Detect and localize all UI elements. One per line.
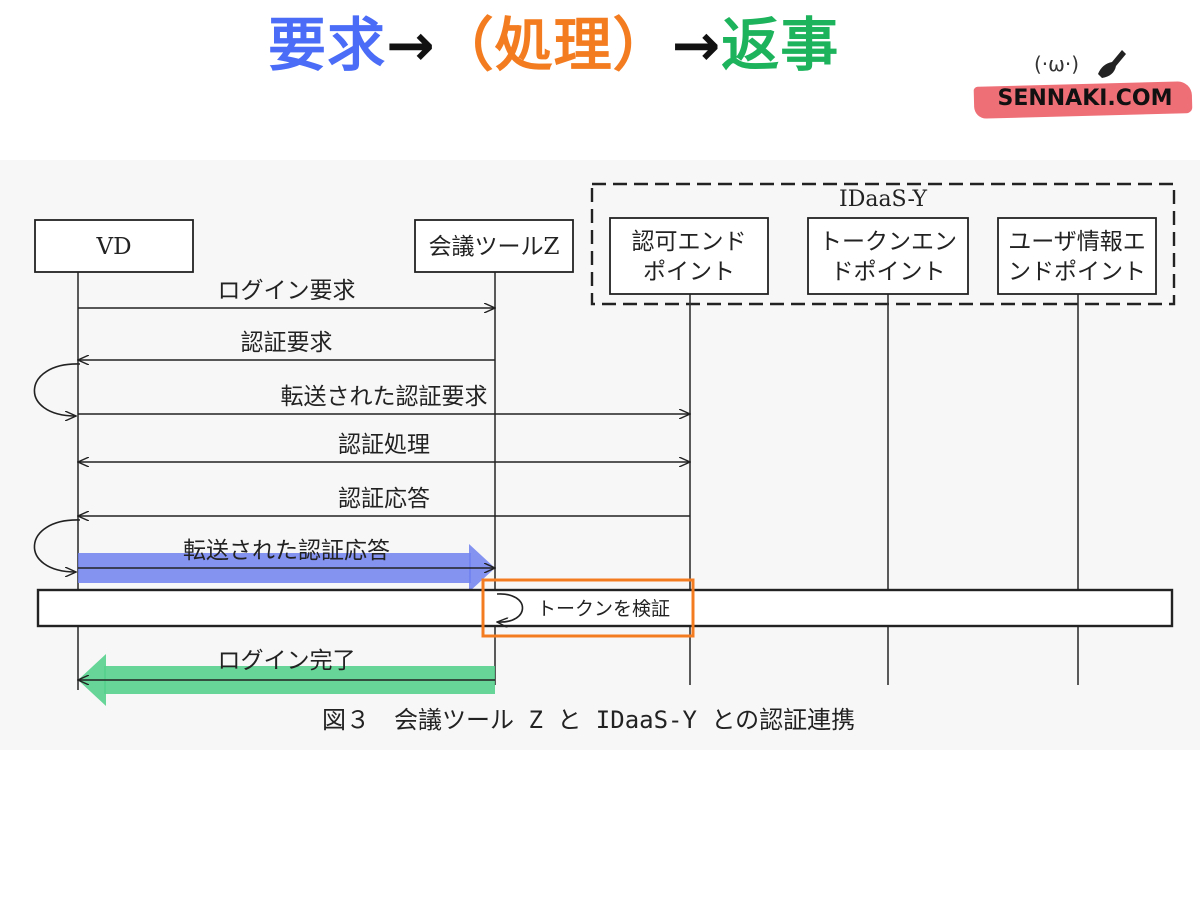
- participant-box-vd: [34, 219, 194, 273]
- verify-token-label: トークンを検証: [537, 598, 670, 620]
- message-label-2: 転送された認証要求: [281, 384, 488, 410]
- participant-box-z: [414, 219, 574, 273]
- title-arrow-1: →: [386, 11, 436, 79]
- idaas-group-label: IDaaS-Y: [839, 187, 927, 212]
- title-request: 要求: [268, 11, 387, 79]
- participant-box-auth: [609, 217, 769, 295]
- self-loop-arrow-1: [33, 363, 81, 416]
- participant-label-token: トークンエン: [819, 229, 957, 255]
- message-label-3: 認証処理: [338, 432, 430, 458]
- verify-token-loop-arrow: [497, 593, 524, 622]
- title-process: （処理）: [435, 11, 672, 79]
- participant-label-z: 会議ツールZ: [429, 234, 560, 260]
- message-label-4: 認証応答: [338, 486, 430, 512]
- participant-box-userinfo: [997, 217, 1157, 295]
- participant-label-userinfo: ユーザ情報エ: [1008, 229, 1146, 255]
- brand-name: SENNAKI.COM: [997, 86, 1173, 111]
- sequence-diagram: IDaaS-Y VD 会議ツールZ 認可エンドポイント トークンエンドポイント ユーザ情報…: [0, 160, 1200, 750]
- brand-logo: (·ω·) SENNAKI.COM: [968, 44, 1200, 124]
- idaas-group-frame: [590, 182, 1176, 306]
- brand-face-icon: (·ω·): [1034, 52, 1080, 76]
- participant-label-userinfo: ンドポイント: [1008, 259, 1146, 285]
- participant-box-token: [807, 217, 969, 295]
- self-loop-arrow-4: [33, 519, 81, 572]
- header-title: 要求→（処理）→返事: [268, 10, 839, 80]
- participant-label-auth: ポイント: [643, 259, 735, 285]
- brush-icon: [1098, 50, 1126, 78]
- message-label-5: 転送された認証応答: [183, 538, 390, 564]
- title-arrow-2: →: [671, 11, 722, 79]
- participant-label-vd: VD: [95, 234, 131, 260]
- figure-caption: 図３ 会議ツール Z と IDaaS-Y との認証連携: [322, 706, 856, 734]
- participant-label-token: ドポイント: [831, 259, 946, 285]
- message-label-0: ログイン要求: [218, 278, 356, 304]
- title-reply: 返事: [721, 11, 840, 79]
- final-message-label: ログイン完了: [218, 648, 356, 674]
- activation-bar: [36, 588, 1174, 628]
- participant-label-auth: 認可エンド: [632, 229, 747, 255]
- message-label-1: 認証要求: [241, 330, 333, 356]
- verify-token-highlight: [481, 578, 695, 638]
